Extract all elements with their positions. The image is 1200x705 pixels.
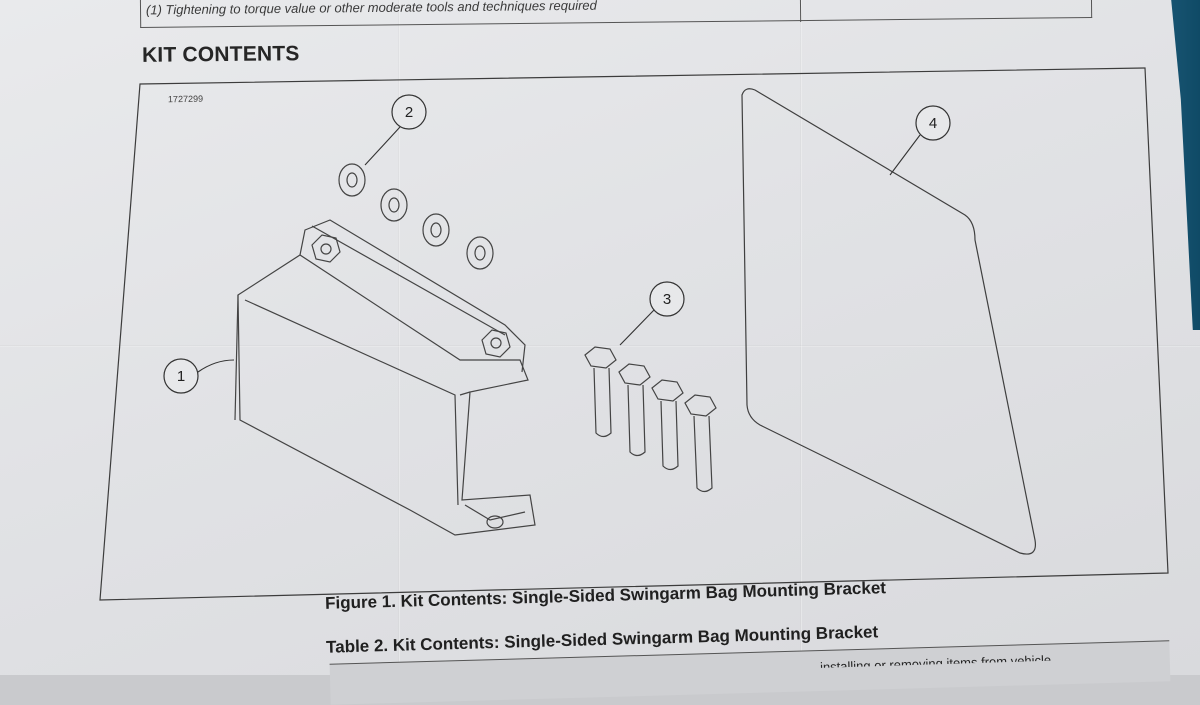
callout-2: 2 bbox=[364, 94, 427, 166]
document-page bbox=[0, 0, 1200, 675]
plate-drawing bbox=[741, 88, 1037, 555]
figure-frame bbox=[99, 67, 1169, 601]
kit-contents-figure: 1 2 3 4 bbox=[99, 67, 1169, 601]
nut-drawing bbox=[311, 234, 511, 358]
bolt-drawing bbox=[584, 346, 717, 493]
bracket-drawing bbox=[234, 219, 536, 536]
paper-fold-line bbox=[0, 345, 1200, 347]
svg-text:4: 4 bbox=[929, 115, 937, 132]
callout-4: 4 bbox=[889, 105, 951, 176]
paper-fold-line bbox=[398, 0, 400, 675]
svg-text:2: 2 bbox=[405, 104, 413, 121]
washer-drawing bbox=[338, 163, 494, 270]
callout-3: 3 bbox=[619, 281, 685, 346]
callout-1: 1 bbox=[163, 358, 235, 394]
svg-text:1: 1 bbox=[177, 368, 185, 385]
figure-part-number: 1727299 bbox=[167, 93, 204, 105]
svg-text:3: 3 bbox=[663, 291, 671, 308]
paper-fold-line bbox=[800, 0, 802, 675]
